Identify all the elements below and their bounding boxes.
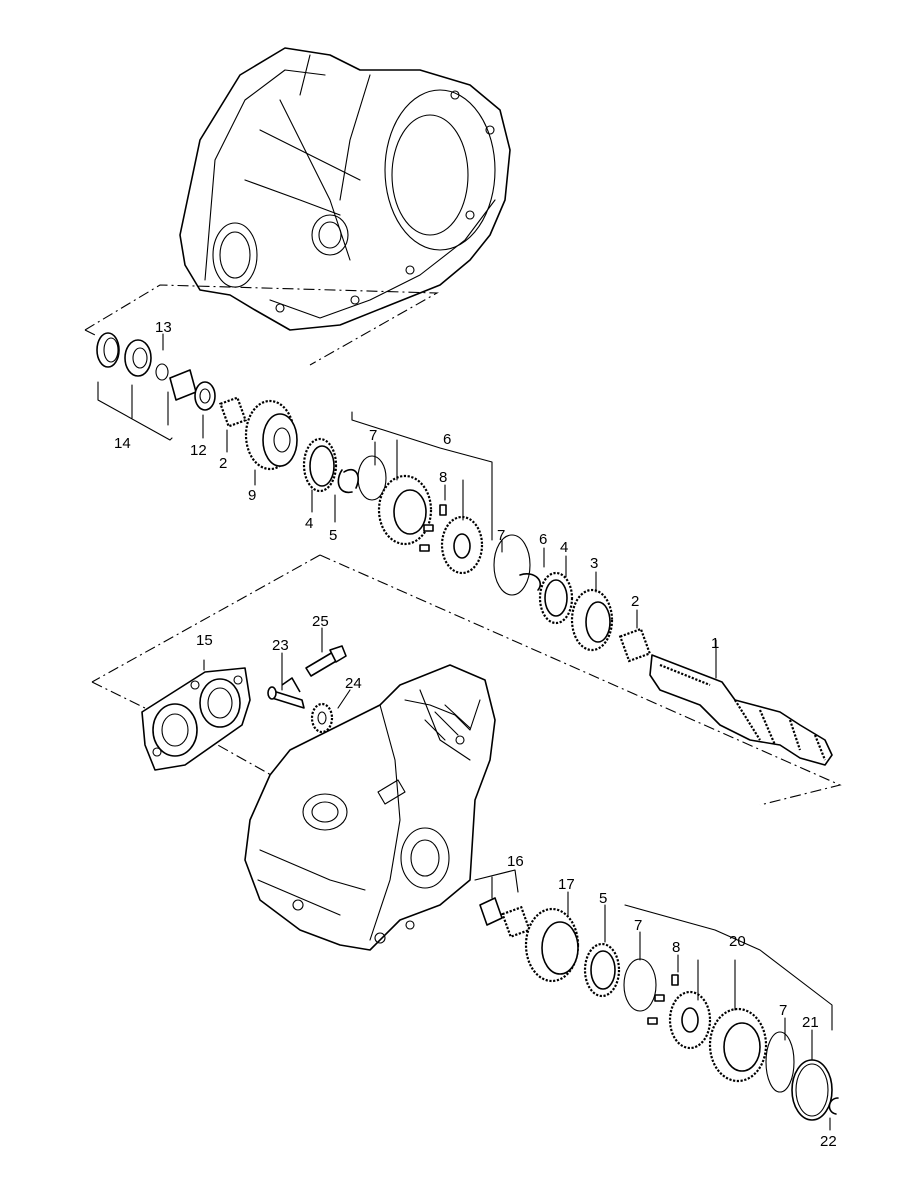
callout-9: 9 [248, 487, 256, 504]
pin-23 [267, 677, 305, 709]
callout-7-d: 7 [779, 1002, 787, 1019]
callout-2-b: 2 [631, 593, 639, 610]
callout-25: 25 [312, 613, 329, 630]
shim-13 [155, 363, 169, 381]
callout-1: 1 [711, 635, 719, 652]
callout-12: 12 [190, 442, 207, 459]
cover-plate-15 [141, 667, 251, 771]
upper-shaft-parts [96, 332, 833, 766]
ring-21 [791, 1059, 833, 1121]
lower-transmission-housing [244, 664, 496, 951]
ball-bearing-13 [124, 339, 152, 377]
callout-2-upper: 2 [219, 455, 227, 472]
callout-14: 14 [114, 435, 131, 452]
upper-transmission-housing [179, 47, 511, 331]
callout-17: 17 [558, 876, 575, 893]
callout-16: 16 [507, 853, 524, 870]
callout-3: 3 [590, 555, 598, 572]
sleeve-16 [479, 897, 503, 926]
needle-bearing-2 [219, 396, 247, 428]
clip-22 [828, 1097, 839, 1115]
callout-4-c: 5 [599, 890, 607, 907]
circlip-14 [96, 332, 120, 368]
callout-21: 21 [802, 1014, 819, 1031]
callout-7-c: 7 [634, 917, 642, 934]
callout-15: 15 [196, 632, 213, 649]
gear-24 [310, 702, 334, 734]
callout-4-b: 4 [560, 539, 568, 556]
callout-23: 23 [272, 637, 289, 654]
callout-24: 24 [345, 675, 362, 692]
callout-4-upper: 4 [305, 515, 313, 532]
callout-5-b: 6 [539, 531, 547, 548]
callout-7-a: 7 [369, 427, 377, 444]
bolt-25 [305, 645, 347, 677]
callout-22: 22 [820, 1133, 837, 1150]
needle-bearing-16 [501, 905, 531, 939]
spring-5 [337, 469, 353, 494]
key-8 [439, 504, 447, 516]
ring-12 [194, 381, 216, 411]
callout-6: 6 [443, 431, 451, 448]
leader-lines [97, 333, 833, 1131]
callout-8-lower: 8 [672, 939, 680, 956]
callout-7-b: 7 [497, 527, 505, 544]
callout-5-upper: 5 [329, 527, 337, 544]
lower-shaft-parts [479, 897, 839, 1121]
callout-labels: 13 14 12 2 9 4 5 7 6 8 7 6 4 3 2 1 15 23… [114, 319, 837, 1150]
callout-13: 13 [155, 319, 172, 336]
callout-8-upper: 8 [439, 469, 447, 486]
callout-20: 20 [729, 933, 746, 950]
sleeve [169, 369, 197, 401]
